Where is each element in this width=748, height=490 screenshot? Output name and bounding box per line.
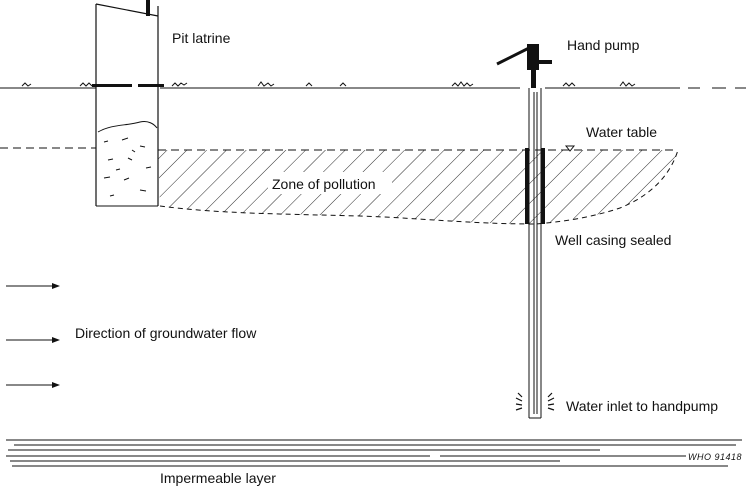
latrine-pit bbox=[95, 88, 159, 207]
label-groundwater-flow: Direction of groundwater flow bbox=[75, 325, 257, 341]
pollution-zone bbox=[158, 149, 679, 225]
label-impermeable-layer: Impermeable layer bbox=[160, 470, 276, 486]
label-water-table: Water table bbox=[586, 124, 658, 140]
well-casing-seal bbox=[525, 148, 545, 224]
flow-arrow bbox=[6, 337, 60, 343]
impermeable-layer-lines bbox=[6, 439, 742, 467]
label-who-reference: WHO 91418 bbox=[686, 449, 745, 465]
ground-surface bbox=[0, 81, 746, 89]
groundwater-arrows bbox=[6, 283, 60, 388]
label-water-inlet: Water inlet to handpump bbox=[566, 398, 719, 414]
latrine-superstructure bbox=[92, 0, 164, 88]
well-pipe bbox=[528, 88, 542, 419]
hand-pump bbox=[496, 44, 552, 88]
flow-arrow bbox=[6, 382, 60, 388]
flow-arrow bbox=[6, 283, 60, 289]
label-well-casing-sealed: Well casing sealed bbox=[555, 232, 672, 248]
label-hand-pump: Hand pump bbox=[567, 37, 640, 53]
label-zone-of-pollution: Zone of pollution bbox=[272, 176, 376, 192]
water-inlet-arrows bbox=[515, 392, 555, 411]
label-pit-latrine: Pit latrine bbox=[172, 30, 231, 46]
